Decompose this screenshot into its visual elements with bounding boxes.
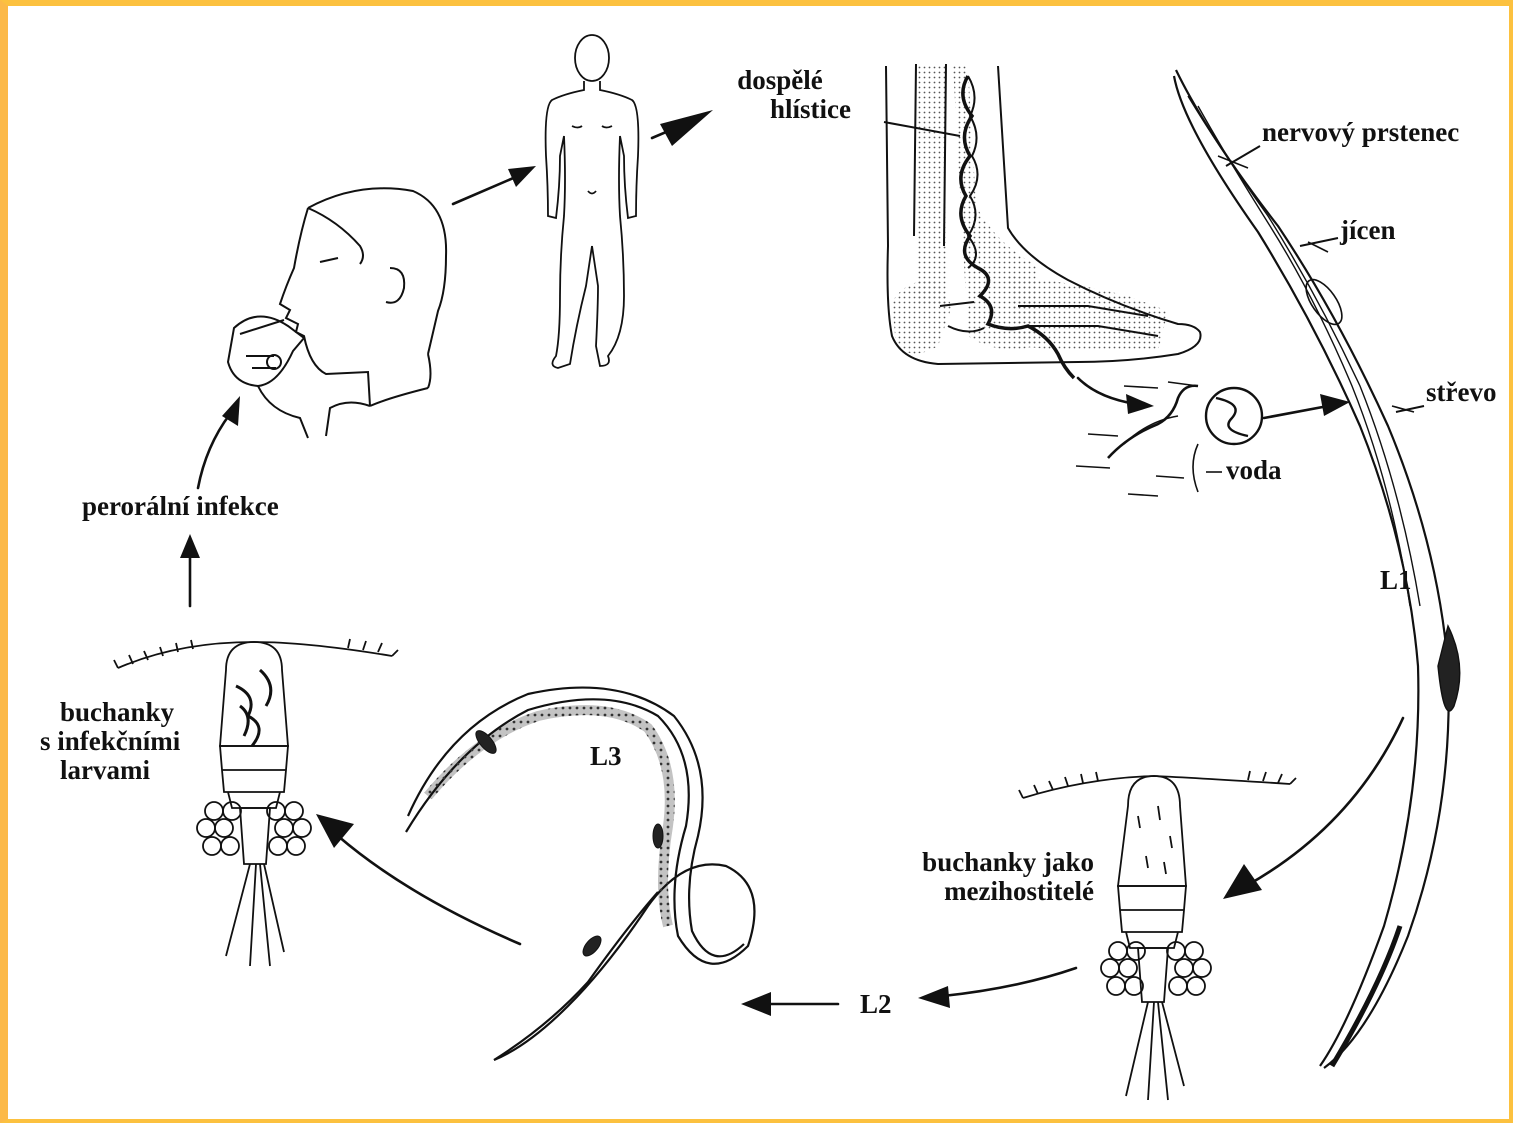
arrow-water-to-l1 <box>1264 406 1328 418</box>
label-infected-copepods-line1: buchanky <box>40 698 180 727</box>
label-intermediate-host-line2: mezihostitelé <box>888 877 1094 906</box>
foot-leg-illustration <box>886 64 1201 378</box>
arrow-to-drinking <box>198 414 230 488</box>
egg-sac-left-left <box>197 802 241 855</box>
label-adult-worms: dospělé hlístice <box>714 66 846 124</box>
label-intermediate-host-line1: buchanky jako <box>888 848 1094 877</box>
label-intermediate-host: buchanky jako mezihostitelé <box>888 848 1094 906</box>
arrow-copepod-to-l2 <box>943 968 1076 996</box>
egg-sac-left-right <box>267 802 311 855</box>
infected-copepod-illustration <box>114 639 398 966</box>
arrowhead-copepod-l2 <box>918 986 950 1008</box>
label-stage-l2: L2 <box>860 990 892 1019</box>
label-nerve-ring: nervový prstenec <box>1262 118 1459 147</box>
life-cycle-diagram <box>8 6 1513 1129</box>
arrow-to-body <box>453 176 518 204</box>
label-infected-copepods: buchanky s infekčními larvami <box>40 698 180 785</box>
arrow-l1-to-copepod <box>1246 718 1403 886</box>
label-water: voda <box>1226 456 1282 485</box>
arrowhead-water-l1 <box>1320 394 1350 416</box>
arrowhead-l2-l3 <box>741 992 771 1016</box>
arrowhead-to-foot <box>660 110 713 146</box>
label-infected-copepods-line2: s infekčními <box>40 727 180 756</box>
arrowhead-oral <box>180 534 200 558</box>
label-oral-infection: perorální infekce <box>82 492 279 521</box>
arrowhead-l3-copepod <box>316 814 354 848</box>
label-stage-l3: L3 <box>590 742 622 771</box>
arrow-l3-to-copepod <box>338 836 520 944</box>
l3-larva-illustration <box>406 688 754 1060</box>
label-stage-l1: L1 <box>1380 566 1412 595</box>
label-infected-copepods-line3: larvami <box>40 756 180 785</box>
pointer-esophagus <box>1300 238 1338 246</box>
egg-sac-right-right <box>1167 942 1211 995</box>
copepod-illustration <box>1019 771 1296 1100</box>
drinking-man-illustration <box>228 188 446 438</box>
arrowhead-foot-water <box>1126 394 1154 414</box>
l1-larva-illustration <box>1174 70 1460 1068</box>
human-figure-illustration <box>546 35 639 368</box>
label-esophagus: jícen <box>1340 216 1395 245</box>
pointer-nerve-ring <box>1226 146 1260 166</box>
arrowhead-to-body <box>508 166 536 187</box>
label-intestine: střevo <box>1426 378 1496 407</box>
label-adult-worms-line2: hlístice <box>714 95 846 124</box>
label-adult-worms-line1: dospělé <box>714 66 846 95</box>
